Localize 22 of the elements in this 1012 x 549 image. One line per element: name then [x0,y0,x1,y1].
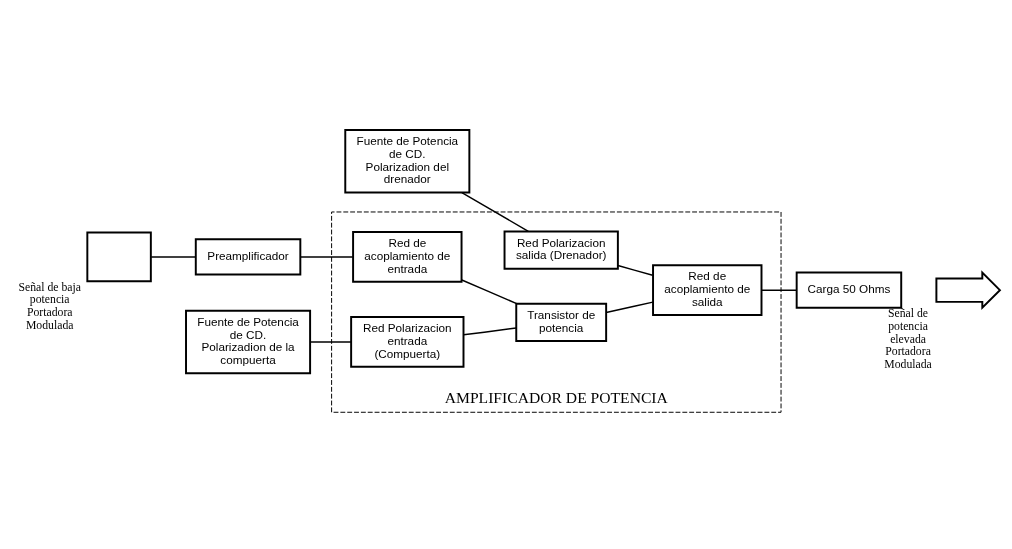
connector [761,288,798,291]
connector [462,326,517,336]
connector [461,278,518,304]
node-box: Red de acoplamiento de entrada [352,230,463,283]
node-box [86,231,152,282]
node-box: Preamplificador [194,237,302,275]
node-arrow [935,269,1002,310]
node-label: Señal de baja potencia Portadora Modulada [18,280,81,332]
node-box: Fuente de Potencia de CD. Polarizadion del drenador [344,128,471,193]
node-box: Fuente de Potencia de CD. Polarizadion de la compuerta [185,309,312,374]
connector [309,340,352,343]
node-box: Red Polarizacion salida (Drenador) [503,230,619,270]
connector [605,300,654,313]
connector [617,264,654,276]
connector [461,191,530,232]
connector [150,255,197,258]
node-box: Red Polarizacion entrada (Compuerta) [350,315,465,368]
node-label: Señal de potencia elevada Portadora Modulada [884,306,932,371]
node-box: Red de acoplamiento de salida [652,263,763,316]
connector [299,255,354,258]
node-box: Carga 50 Ohms [795,271,903,309]
node-box: Transistor de potencia [515,302,608,342]
